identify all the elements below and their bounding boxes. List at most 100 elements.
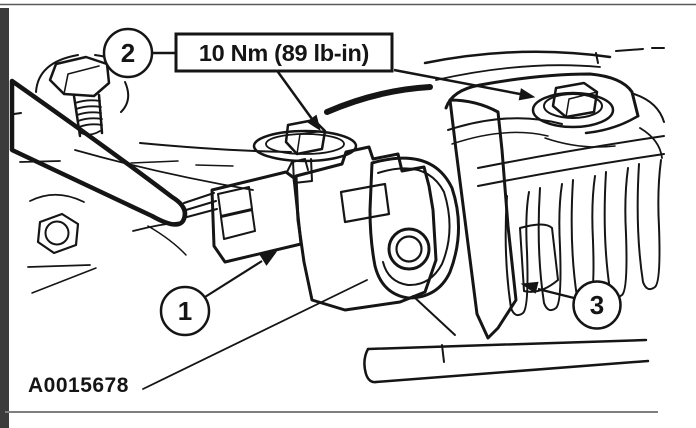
bolt-thread (78, 123, 103, 128)
engine-background (324, 47, 665, 317)
hex-nut-bore (44, 220, 70, 246)
engine-bold-edge (324, 84, 433, 115)
bolt-thread (77, 117, 103, 122)
harness-wire-1 (183, 192, 215, 204)
sensor-body (294, 145, 438, 312)
ear-to-bracket-line (412, 295, 456, 336)
rib-top-line-2 (477, 153, 665, 187)
bolt-thread-tip (80, 130, 101, 136)
sensor-bolt-neck (292, 158, 313, 184)
harness-tube (9, 78, 188, 227)
short-line-1 (19, 160, 61, 163)
sensor-bolt-hole-outer (387, 227, 431, 271)
bottom-ledge (363, 338, 650, 384)
short-line-2 (27, 264, 91, 268)
connector-cavity-lower (220, 209, 256, 240)
torque-arrow-right-head (518, 88, 536, 101)
callout-3-number: 3 (590, 290, 604, 320)
rib-4 (603, 167, 629, 299)
camshaft-sensor (252, 118, 460, 336)
boss-arc-lower (120, 81, 130, 113)
flange-contour (139, 142, 292, 153)
sensor-mounting-ear (368, 156, 460, 300)
callout-2-number: 2 (121, 38, 135, 68)
callout-3-arrow-head (520, 281, 539, 294)
bolt-hex-head (48, 55, 111, 98)
bolt-thread (75, 105, 102, 110)
connector-latch-tab (286, 158, 309, 173)
illustration (9, 47, 665, 390)
torque-arrow-left-shaft (276, 71, 314, 120)
harness-lower-contour (74, 149, 254, 191)
sensor-bolt-hole-inner (395, 235, 423, 263)
engine-top-contour-2 (435, 64, 601, 81)
engine-dash (615, 48, 644, 52)
arc-over-nut (29, 193, 85, 203)
engine-right-curve (633, 93, 665, 123)
rib-5 (636, 159, 662, 291)
wiring-harness (9, 78, 292, 227)
bracket-arm-underside (447, 117, 563, 131)
torque-label: 10 Nm (89 lb-in) (199, 40, 369, 66)
left-edge-bar (0, 8, 9, 428)
bracket-arm-top (444, 72, 640, 118)
ledge-left-cap (363, 347, 378, 384)
contour-dash-2 (195, 164, 234, 167)
under-tube-arc (132, 221, 184, 232)
sensor-bolt-hex-facet (296, 130, 326, 155)
sensor-ear-inner-contour (377, 167, 451, 287)
engine-top-contour (423, 50, 612, 65)
page-frame (0, 3, 696, 428)
torque-arrow-right-shaft (393, 68, 521, 96)
small-dash (13, 112, 22, 115)
callout-3-circle (572, 280, 622, 330)
bracket-arm-right (584, 114, 640, 135)
callout-1-arrow-head (259, 251, 278, 266)
bolt-hex-facet (63, 65, 100, 95)
torque-arrow-left-head (306, 114, 321, 132)
bracket-blade (448, 98, 518, 340)
right-mounting-bolt (531, 81, 615, 129)
engine-small-curve (544, 137, 616, 148)
callout-3: 3 (520, 280, 622, 330)
electrical-connector (210, 158, 309, 264)
ledge-notch (441, 344, 445, 363)
rib-top-line-1 (477, 135, 665, 169)
callout-1: 1 (159, 251, 278, 337)
callout-3-arrow-shaft (537, 287, 575, 300)
engine-contour-below (147, 225, 187, 256)
connector-cavity-upper (217, 186, 253, 217)
callout-1-number: 1 (178, 296, 192, 326)
ledge-bottom-edge (374, 359, 650, 384)
right-bolt-hex-head (551, 81, 599, 119)
bolt-thread (76, 111, 102, 116)
engine-right-curve-2 (639, 127, 663, 159)
hex-nut (36, 212, 80, 255)
ledge-top-edge (366, 338, 648, 351)
figure-code: A0015678 (28, 374, 129, 397)
sensor-bolt-washer-outer (252, 129, 358, 163)
short-diagonal (31, 267, 97, 294)
contour-dash-1 (130, 160, 179, 164)
right-bolt-hex-facet (565, 91, 598, 118)
right-bolt-washer-inner (543, 93, 603, 119)
callout-1-arrow-shaft (204, 260, 263, 298)
torque-label-box (174, 32, 394, 73)
engine-tick (595, 52, 599, 64)
boss-arc-left (35, 54, 79, 93)
torque-callout: 10 Nm (89 lb-in) (174, 32, 536, 132)
bracket-tab (519, 223, 559, 293)
callout-1-circle (159, 285, 211, 337)
left-middle-details (19, 160, 187, 294)
annotations: 2 10 Nm (89 lb-in) 1 3 A0015678 (28, 27, 622, 397)
bracket-arm-line (451, 131, 549, 145)
bolt-thread (74, 99, 101, 104)
long-diagonal-line (142, 279, 368, 390)
callout-2: 2 (102, 27, 176, 79)
mounting-bracket (444, 72, 640, 340)
rib-2 (537, 183, 563, 312)
rib-1 (504, 191, 530, 317)
sensor-bolt-washer-inner (265, 133, 345, 155)
